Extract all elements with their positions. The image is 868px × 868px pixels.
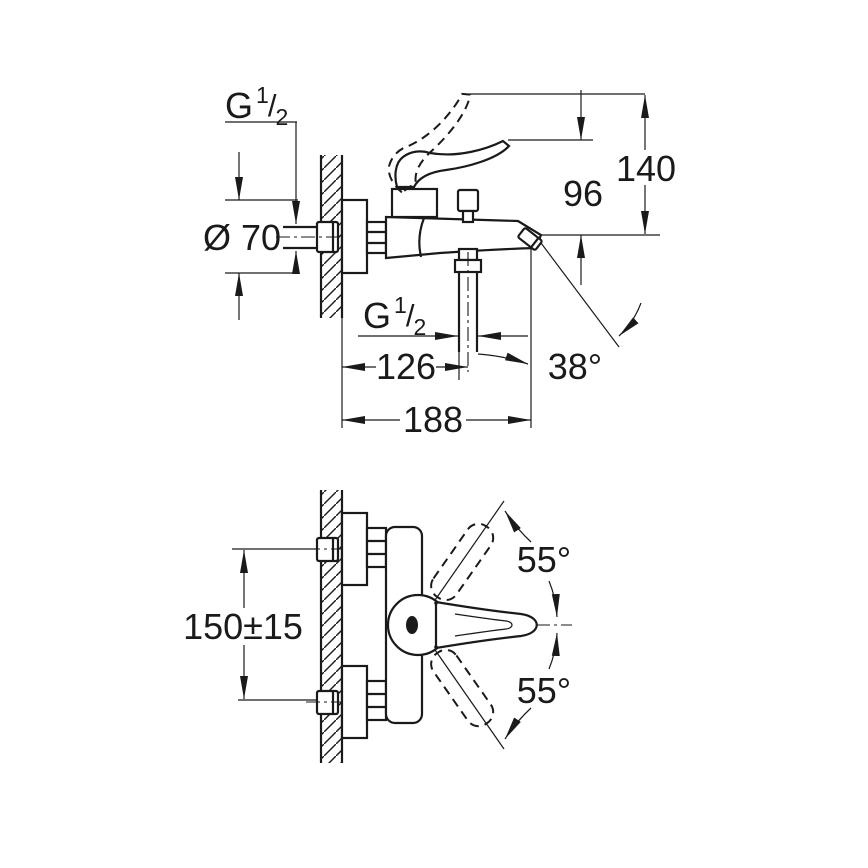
dimension-diameter-70: Ø 70	[203, 152, 298, 320]
dim-126-label: 126	[376, 346, 436, 387]
dimension-150: 150±15	[183, 548, 318, 701]
cartridge-block	[390, 187, 439, 219]
union-nut	[365, 220, 388, 255]
angle-55-top-label: 55°	[517, 539, 571, 580]
dimension-188: 188	[342, 399, 531, 440]
diverter-knob	[456, 188, 480, 224]
dimension-126: 126	[342, 346, 468, 387]
spout-angle-line	[540, 242, 620, 348]
lever-handle-closed	[394, 139, 511, 189]
spout-aerator	[517, 227, 543, 251]
shower-hose	[453, 247, 483, 380]
dim-150-label: 150±15	[183, 606, 303, 647]
angle-55-bottom-label: 55°	[517, 670, 571, 711]
faucet-body	[384, 215, 543, 260]
angle-38-label: 38°	[548, 346, 602, 387]
lever-top-view	[386, 593, 538, 657]
dim-188-label: 188	[403, 399, 463, 440]
dim-140-label: 140	[616, 148, 676, 189]
top-view: 55° 55° 150±15	[183, 490, 572, 763]
angle-55-top: 55°	[504, 510, 571, 618]
lever-pivot	[406, 616, 418, 634]
swing-line-down	[432, 646, 505, 750]
dim-96-label: 96	[563, 173, 603, 214]
body-joint-line	[418, 217, 426, 258]
connection-bottom	[306, 664, 388, 740]
wall-hatch-bottom	[319, 490, 344, 763]
dimension-140: 140	[616, 95, 676, 234]
angle-55-bottom: 55°	[504, 632, 571, 740]
lever-handle-open-dashed	[387, 92, 472, 194]
dimension-96: 96	[563, 90, 603, 285]
connection-top	[306, 511, 388, 587]
escutcheon	[340, 198, 369, 275]
lever-dashed-up	[430, 522, 495, 602]
diameter-label: Ø 70	[203, 217, 281, 258]
swing-line-up	[432, 500, 505, 604]
supply-pipe	[276, 220, 354, 254]
angle-38: 38°	[477, 242, 642, 387]
